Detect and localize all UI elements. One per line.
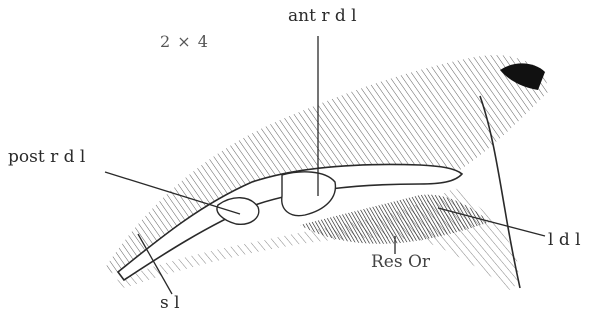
ant-lobe <box>282 172 336 216</box>
label-sl: s l <box>160 293 180 313</box>
label-resor: Res Or <box>371 252 430 272</box>
label-ldl: l d l <box>548 230 581 250</box>
label-post-rdl: post r d l <box>8 147 85 167</box>
label-ant-rdl: ant r d l <box>288 6 357 26</box>
scale-note: 2 × 4 <box>160 32 209 51</box>
